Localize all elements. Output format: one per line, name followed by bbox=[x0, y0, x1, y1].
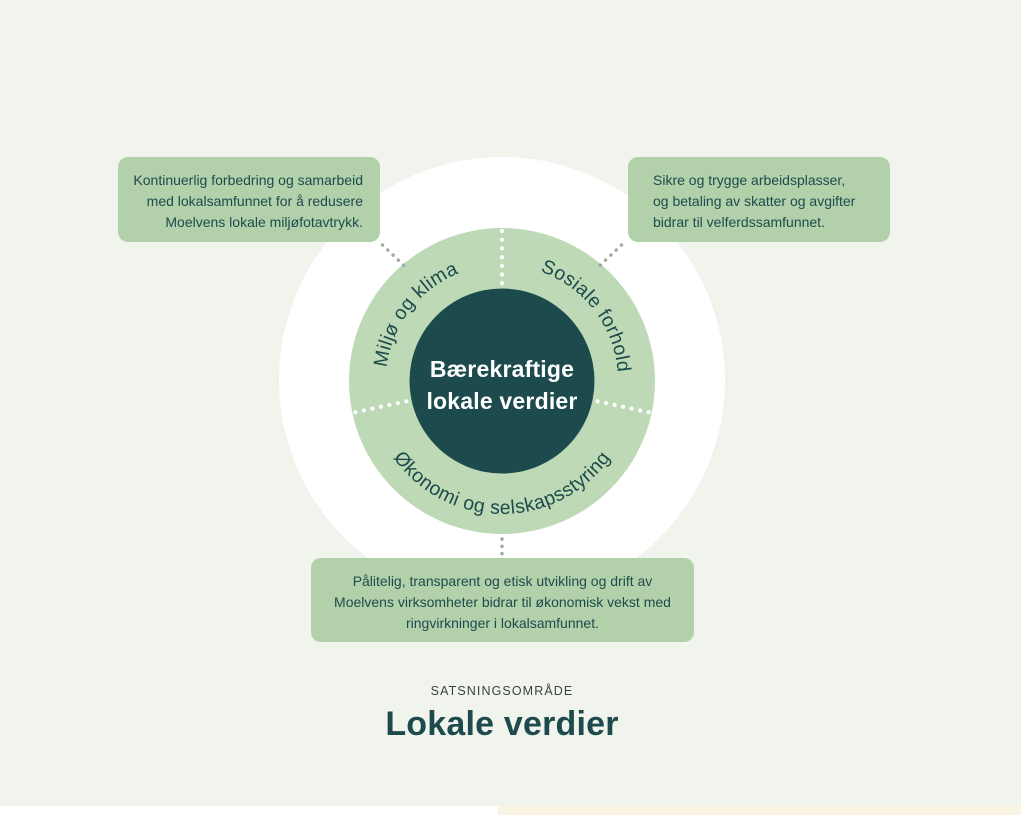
center-label-line2: lokale verdier bbox=[426, 388, 577, 414]
center-circle bbox=[409, 288, 595, 474]
divider-right-dotted-line bbox=[594, 399, 651, 415]
page-title: Lokale verdier bbox=[385, 705, 619, 743]
divider-left-dotted-line bbox=[353, 399, 410, 415]
callout-social-line2: og betaling av skatter og avgifter bbox=[653, 193, 856, 209]
callout-social: Sikre og trygge arbeidsplasser, og betal… bbox=[628, 157, 890, 242]
callout-environment-line3: Moelvens lokale miljøfotavtrykk. bbox=[165, 214, 363, 230]
center-label-line1: Bærekraftige bbox=[430, 356, 574, 382]
callout-environment: Kontinuerlig forbedring og samarbeid med… bbox=[118, 157, 380, 242]
bottom-strip-white bbox=[0, 806, 498, 815]
callout-economy-line2: Moelvens virksomheter bidrar til økonomi… bbox=[334, 594, 671, 610]
callout-social-line3: bidrar til velferdssamfunnet. bbox=[653, 214, 825, 230]
callout-environment-line2: med lokalsamfunnet for å redusere bbox=[146, 193, 363, 209]
focus-area-kicker: SATSNINGSOMRÅDE bbox=[430, 684, 574, 698]
callout-economy-line3: ringvirkninger i lokalsamfunnet. bbox=[406, 615, 599, 631]
footer-block: SATSNINGSOMRÅDE Lokale verdier bbox=[0, 684, 1004, 744]
callout-economy: Pålitelig, transparent og etisk utviklin… bbox=[311, 558, 694, 642]
connector-right-dotted-line bbox=[598, 243, 624, 268]
callout-environment-line1: Kontinuerlig forbedring og samarbeid bbox=[133, 172, 363, 188]
connector-left-dotted-line bbox=[380, 243, 406, 268]
callout-social-line1: Sikre og trygge arbeidsplasser, bbox=[653, 172, 846, 188]
bottom-strip-cream bbox=[498, 806, 1021, 815]
callout-economy-line1: Pålitelig, transparent og etisk utviklin… bbox=[352, 573, 653, 589]
